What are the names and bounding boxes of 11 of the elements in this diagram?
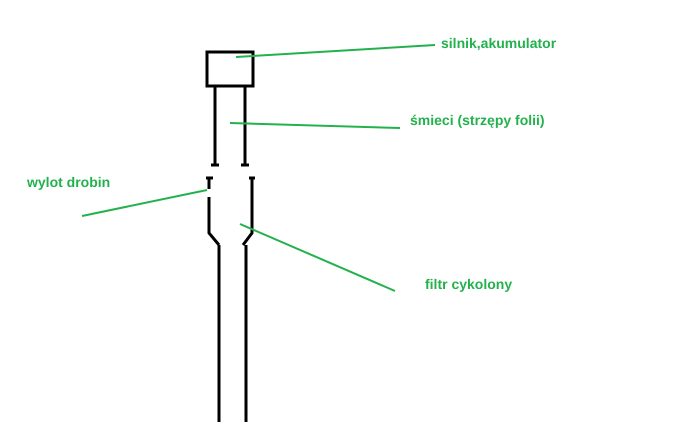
callout-label: śmieci (strzępy folii) — [410, 112, 545, 129]
tube-section — [206, 176, 255, 246]
leader-line — [236, 44, 436, 58]
leader-line — [240, 223, 396, 292]
tube-section — [210, 84, 250, 166]
callout-label: silnik,akumulator — [441, 35, 556, 52]
callout-label: wylot drobin — [27, 174, 110, 191]
leader-line — [230, 122, 400, 129]
callout-label: filtr cykolony — [425, 276, 512, 293]
motor-box — [206, 50, 254, 88]
leader-line — [82, 189, 208, 217]
